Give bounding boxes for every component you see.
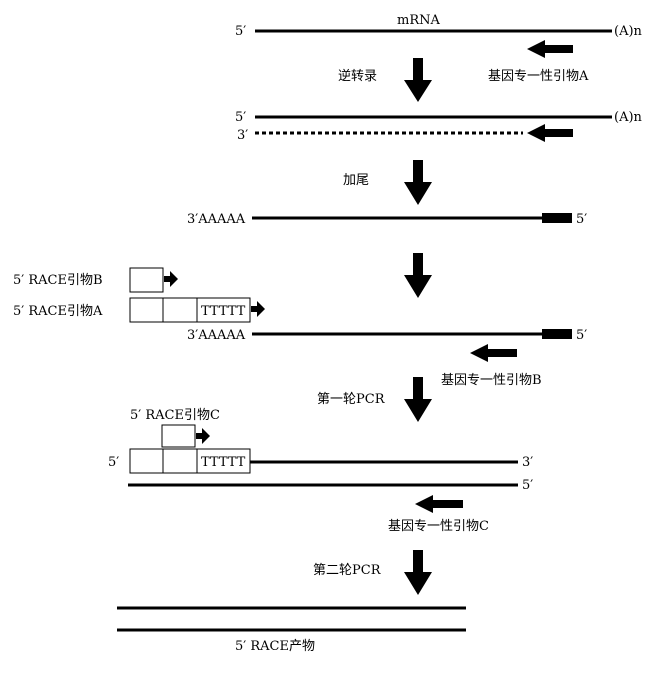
down-arrow-icon-3 xyxy=(404,253,432,298)
step1-five-prime: 5′ xyxy=(235,24,246,39)
primer-c-label: 5′ RACE引物C xyxy=(130,408,220,423)
step4-tail-label: 3′AAAAA xyxy=(187,328,246,343)
primer-a-race-label: 5′ RACE引物A xyxy=(13,304,103,319)
primer-end-block xyxy=(542,213,572,223)
step4-five-prime: 5′ xyxy=(576,328,587,343)
step3-five-prime: 5′ xyxy=(576,212,587,227)
down-arrow-icon-5 xyxy=(404,550,432,595)
primer-a-race-arrow-icon xyxy=(251,301,265,317)
down-arrow-icon-1 xyxy=(404,58,432,102)
step4-process: 第一轮PCR xyxy=(317,392,386,407)
step1-polyA: (A)n xyxy=(614,24,643,39)
primer-a-arrow-icon xyxy=(527,40,573,58)
step5-process: 第二轮PCR xyxy=(313,563,382,578)
step1-process: 逆转录 xyxy=(338,68,377,84)
step5-left-five-prime: 5′ xyxy=(108,455,119,470)
primer-b-gsp-arrow-icon xyxy=(470,344,517,362)
primer-b-label: 5′ RACE引物B xyxy=(13,273,103,288)
product-label: 5′ RACE产物 xyxy=(235,639,315,654)
step5-five-prime: 5′ xyxy=(522,478,533,493)
primer-b-arrow-icon xyxy=(164,271,178,287)
primer-c-gsp-label: 基因专一性引物C xyxy=(388,519,489,534)
down-arrow-icon-4 xyxy=(404,377,432,422)
primer-b-gsp-label: 基因专一性引物B xyxy=(441,373,542,388)
primer-a-label: 基因专一性引物A xyxy=(488,69,589,84)
step5-oligo-t: TTTTT xyxy=(201,455,246,470)
step2-polyA: (A)n xyxy=(614,110,643,125)
step5-three-prime: 3′ xyxy=(522,455,533,470)
primer-a-arrow-icon-2 xyxy=(527,124,573,142)
step2-five-prime: 5′ xyxy=(235,110,246,125)
step2-three-prime: 3′ xyxy=(237,128,248,143)
step3-tail-label: 3′AAAAA xyxy=(187,212,246,227)
step4-end-block xyxy=(542,329,572,339)
step2-process: 加尾 xyxy=(343,173,369,188)
primer-b-box xyxy=(129,267,164,293)
step5-primer-box xyxy=(129,448,251,474)
primer-a-oligo-t: TTTTT xyxy=(201,304,246,319)
primer-a-box xyxy=(129,297,251,323)
primer-c-gsp-arrow-icon xyxy=(415,495,463,513)
mrna-label: mRNA xyxy=(397,13,440,28)
primer-c-box xyxy=(161,424,196,448)
down-arrow-icon-2 xyxy=(404,160,432,205)
primer-c-arrow-icon xyxy=(196,428,210,444)
